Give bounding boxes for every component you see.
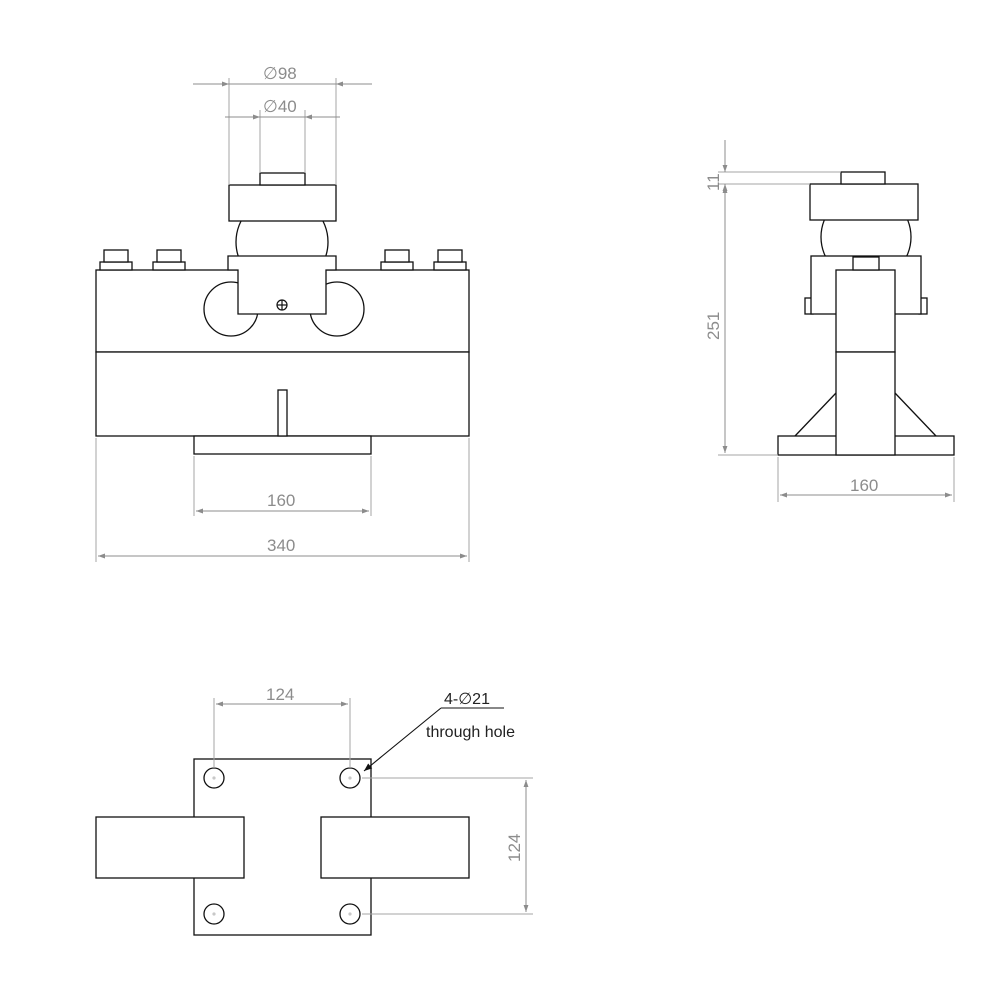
- dim-label-bottom-x: 124: [266, 685, 294, 704]
- front-base-plate: [193, 435, 372, 455]
- front-slot: [277, 389, 288, 437]
- svg-text:∅40: ∅40: [263, 97, 297, 116]
- side-column-upper: [835, 269, 896, 353]
- dim-front-overall: 340: [95, 438, 470, 562]
- front-top-button: [259, 172, 306, 186]
- screw-icon: [276, 299, 288, 311]
- svg-text:∅98: ∅98: [263, 64, 297, 83]
- side-column-lower: [835, 351, 896, 456]
- front-saddle: [227, 255, 337, 315]
- dim-top-inner: ∅40: [225, 97, 340, 173]
- hole-note: through hole: [426, 724, 515, 741]
- dim-label-front-overall: 340: [267, 536, 295, 555]
- mounting-holes: [203, 767, 361, 925]
- side-column-cap: [852, 256, 880, 271]
- svg-text:4-∅21: 4-∅21: [444, 691, 490, 708]
- dim-label-side-base: 160: [850, 476, 878, 495]
- dim-bottom-y: 124: [362, 777, 533, 915]
- dim-front-base: 160: [193, 456, 372, 516]
- dim-label-top-outer: 98: [278, 64, 297, 83]
- dim-side-base: 160: [777, 457, 955, 502]
- front-top-cap: [228, 184, 337, 222]
- diameter-symbol: ∅: [458, 691, 472, 708]
- bottom-view: 124 124 4-∅21 through hole: [95, 685, 533, 936]
- side-gusset-left: [794, 392, 837, 437]
- dim-label-side-height: 251: [704, 312, 723, 340]
- diameter-symbol: ∅: [263, 64, 278, 83]
- side-view: 11 251 160: [704, 140, 955, 502]
- front-bolts: [99, 249, 467, 271]
- side-top-button: [840, 171, 886, 185]
- dim-bottom-x: 124: [213, 685, 351, 768]
- dim-label-bottom-y: 124: [505, 834, 524, 862]
- hole-callout-count: 4-: [444, 691, 458, 708]
- bottom-arm-right: [320, 816, 470, 879]
- dim-top-outer: ∅98: [193, 64, 372, 185]
- side-top-cap: [809, 183, 919, 221]
- dim-side-height: 251: [704, 186, 778, 456]
- dim-label-front-base: 160: [267, 491, 295, 510]
- side-gusset-right: [894, 392, 937, 437]
- diameter-symbol: ∅: [263, 97, 278, 116]
- hole-callout: 4-∅21 through hole: [363, 691, 515, 772]
- hole-callout-diameter: 21: [472, 691, 490, 708]
- dim-label-side-cap: 11: [704, 173, 723, 191]
- bottom-arm-left: [95, 816, 245, 879]
- dim-label-top-inner: 40: [278, 97, 297, 116]
- front-view: ∅98 ∅40 160 340: [95, 64, 470, 562]
